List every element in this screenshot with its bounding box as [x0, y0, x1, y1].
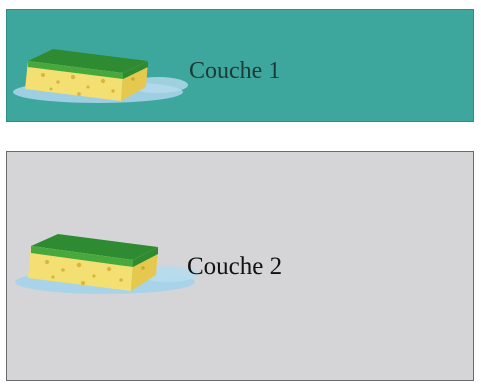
layer-1-panel: Couche 1	[6, 9, 474, 122]
layer-2-panel: Couche 2	[6, 151, 474, 381]
layer-1-label: Couche 1	[189, 58, 280, 85]
sponge-icon	[13, 222, 203, 302]
sponge-icon	[13, 39, 193, 109]
layer-2-label: Couche 2	[187, 253, 282, 281]
